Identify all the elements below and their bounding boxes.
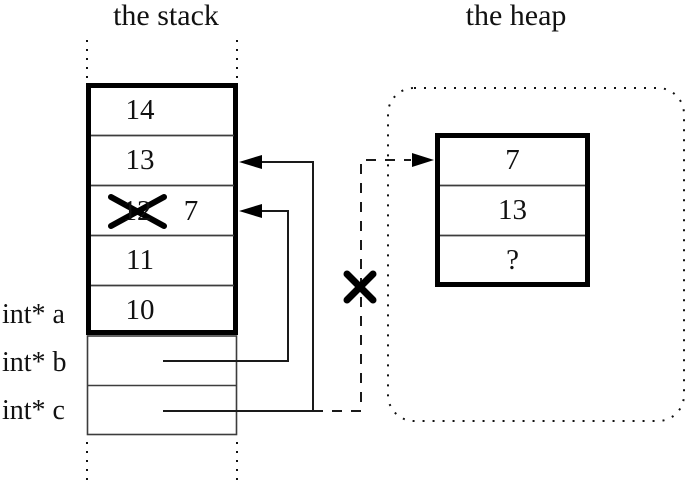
stack-cell-value: 14 <box>125 94 155 126</box>
pointer-c-arrowhead-icon <box>239 155 262 169</box>
stack-cell-old-value-crossed: 12 <box>122 195 152 227</box>
dangling-pointer-arrowhead-icon <box>412 153 434 167</box>
stack-cell-value: 13 <box>125 144 155 176</box>
stack-title: the stack <box>113 0 219 32</box>
stack-cell-value: 11 <box>126 244 154 276</box>
variable-label-b: int* b <box>2 347 67 378</box>
x-cross-overwritten-value-icon <box>108 194 167 229</box>
heap-title: the heap <box>465 0 567 32</box>
stack-frame-box <box>86 83 238 335</box>
heap-cell-value: 7 <box>505 144 520 176</box>
heap-region-dotted-border <box>387 87 685 422</box>
heap-block-box <box>435 133 590 287</box>
variable-label-a: int* a <box>2 299 65 330</box>
variable-label-c: int* c <box>2 395 65 426</box>
pointer-b-line <box>163 210 289 362</box>
heap-cell-value: 13 <box>498 194 527 226</box>
pointer-b-arrowhead-icon <box>239 204 262 218</box>
stack-cell-new-value: 7 <box>183 195 199 227</box>
heap-cell-value: ? <box>506 244 519 276</box>
pointer-c-line <box>163 161 314 412</box>
x-cross-dangling-pointer-icon <box>343 270 377 304</box>
stack-cell-value: 10 <box>125 294 155 326</box>
